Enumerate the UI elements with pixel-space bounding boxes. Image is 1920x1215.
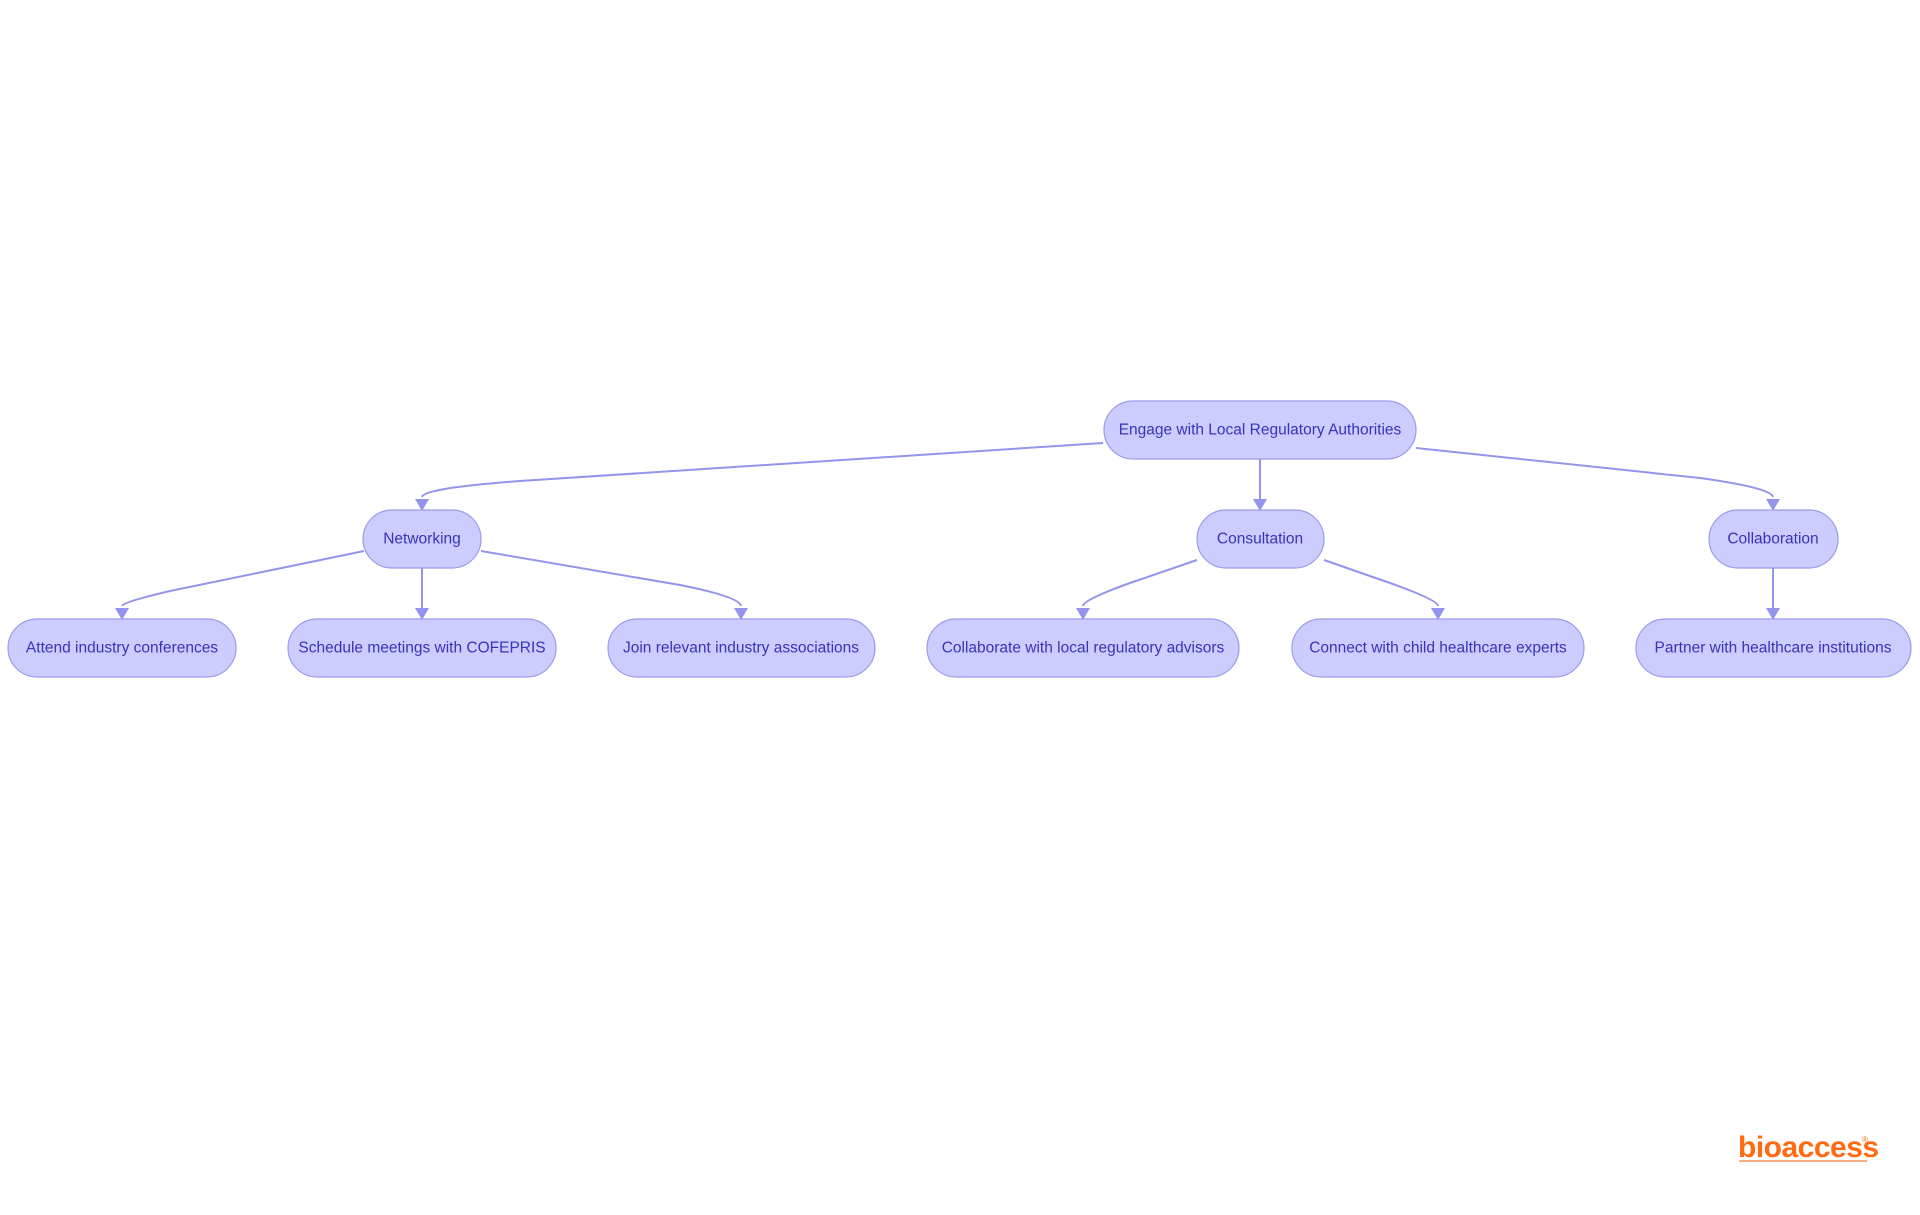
leaf-node-schedule-meetings: Schedule meetings with COFEPRIS [287, 618, 557, 678]
arrow-collaboration [1766, 499, 1780, 511]
logo-wordmark: bioaccess [1738, 1131, 1879, 1164]
arrow-schedule [415, 608, 429, 620]
arrow-networking [415, 499, 429, 511]
branch-node-consultation: Consultation [1196, 509, 1325, 569]
leaf-label-healthcare-institutions: Partner with healthcare institutions [1655, 640, 1892, 657]
leaf-node-healthcare-experts: Connect with child healthcare experts [1291, 618, 1585, 678]
edge-consultation-advisors [1082, 559, 1198, 607]
leaf-label-regulatory-advisors: Collaborate with local regulatory adviso… [942, 640, 1225, 657]
edge-root-networking [421, 442, 1104, 498]
root-node: Engage with Local Regulatory Authorities [1103, 400, 1417, 460]
edge-root-collaboration [1415, 447, 1774, 498]
leaf-node-regulatory-advisors: Collaborate with local regulatory adviso… [926, 618, 1240, 678]
leaf-label-attend-conferences: Attend industry conferences [26, 640, 218, 657]
branch-node-networking: Networking [362, 509, 482, 569]
edge-consultation-experts [1323, 559, 1439, 607]
edge-networking-attend [121, 550, 365, 607]
leaf-label-schedule-meetings: Schedule meetings with COFEPRIS [298, 640, 545, 657]
leaf-node-attend-conferences: Attend industry conferences [7, 618, 237, 678]
arrow-partner [1766, 608, 1780, 620]
arrow-join [734, 608, 748, 620]
arrow-consultation [1253, 499, 1267, 511]
edge-networking-join [480, 550, 742, 607]
branch-label-consultation: Consultation [1217, 531, 1303, 548]
arrow-advisors [1076, 608, 1090, 620]
leaf-label-join-associations: Join relevant industry associations [623, 640, 859, 657]
arrow-attend [115, 608, 129, 620]
root-label: Engage with Local Regulatory Authorities [1119, 422, 1402, 439]
logo-registered-mark: ® [1862, 1135, 1868, 1144]
arrow-experts [1431, 608, 1445, 620]
branch-label-networking: Networking [383, 531, 461, 548]
logo-tagline-graphic [1739, 1160, 1867, 1162]
branch-label-collaboration: Collaboration [1727, 531, 1818, 548]
bioaccess-logo: bioaccess ® [1738, 1131, 1879, 1164]
leaf-label-healthcare-experts: Connect with child healthcare experts [1309, 640, 1567, 657]
leaf-node-join-associations: Join relevant industry associations [607, 618, 876, 678]
leaf-node-healthcare-institutions: Partner with healthcare institutions [1635, 618, 1912, 678]
branch-node-collaboration: Collaboration [1708, 509, 1839, 569]
